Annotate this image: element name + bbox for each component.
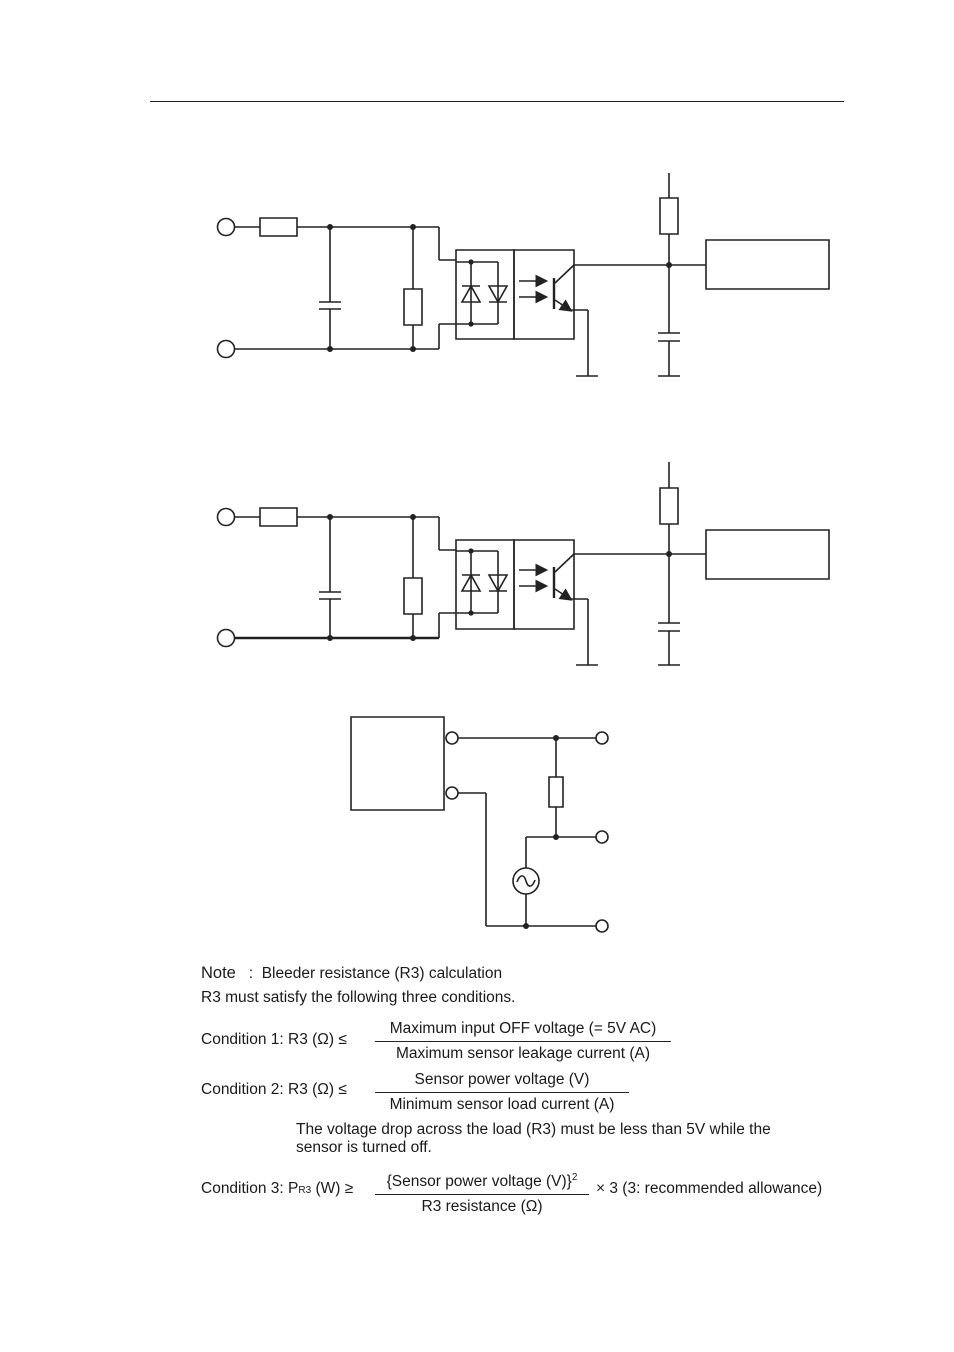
photocoupler-output-box (514, 540, 574, 629)
diode-icon (462, 575, 480, 591)
condition-2-remark-line-2: sensor is turned off. (296, 1139, 432, 1156)
condition-3-lhs-suffix: (W) ≥ (311, 1180, 354, 1197)
condition-1-lhs: Condition 1: R3 (Ω) ≤ (201, 1031, 347, 1048)
resistor-icon (404, 289, 422, 325)
diode-icon (489, 575, 507, 591)
internal-circuit-box (706, 240, 829, 289)
resistor-icon (660, 488, 678, 524)
resistor-icon (260, 508, 297, 526)
photocoupler-output-box (514, 250, 574, 339)
condition-3-lhs-subscript: R3 (298, 1185, 312, 1196)
input-circuit-top (218, 173, 830, 376)
photocoupler-input-box (456, 540, 514, 629)
resistor-icon (404, 578, 422, 614)
condition-2-remark-line-1: The voltage drop across the load (R3) mu… (296, 1121, 771, 1138)
capacitor-icon (658, 623, 680, 631)
condition-1-numerator: Maximum input OFF voltage (= 5V AC) (375, 1019, 671, 1042)
resistor-icon (660, 198, 678, 234)
circuit-diagrams (0, 0, 954, 960)
condition-1-denominator: Maximum sensor leakage current (A) (395, 1045, 651, 1062)
output-terminal-2 (596, 831, 608, 843)
photocoupler-input-box (456, 250, 514, 339)
note-intro: R3 must satisfy the following three cond… (201, 989, 516, 1006)
phototransistor-icon (554, 265, 574, 312)
condition-3-numerator-wrap: {Sensor power voltage (V)}2 (375, 1168, 589, 1196)
condition-3-fraction: {Sensor power voltage (V)}2 R3 resistanc… (375, 1168, 589, 1217)
condition-3-numerator: {Sensor power voltage (V)} (386, 1173, 572, 1191)
diode-icon (489, 286, 507, 302)
condition-2-fraction: Sensor power voltage (V) Minimum sensor … (375, 1070, 629, 1115)
input-terminal-top-a (218, 219, 235, 236)
resistor-icon (549, 777, 563, 807)
condition-3-lhs: Condition 3: PR3 (W) ≥ (201, 1180, 353, 1200)
condition-2-denominator: Minimum sensor load current (A) (389, 1096, 615, 1113)
output-terminal-1 (596, 732, 608, 744)
bleeder-resistor-circuit (351, 717, 608, 932)
internal-circuit-box (706, 530, 829, 579)
condition-3-rhs: × 3 (3: recommended allowance) (596, 1180, 823, 1197)
input-circuit-middle (218, 462, 830, 665)
resistor-icon (260, 218, 297, 236)
note-heading: Note : Bleeder resistance (R3) calculati… (201, 964, 502, 983)
phototransistor-icon (554, 554, 574, 601)
header-rule (150, 101, 844, 102)
input-terminal-top-b (218, 341, 235, 358)
sensor-box (351, 717, 444, 810)
input-terminal-middle-b (218, 630, 235, 647)
input-terminal-middle-a (218, 509, 235, 526)
ac-source-icon (513, 868, 539, 894)
condition-2-lhs: Condition 2: R3 (Ω) ≤ (201, 1081, 347, 1098)
capacitor-icon (319, 517, 341, 638)
note-separator: : (248, 965, 254, 982)
note-label: Note (201, 964, 236, 982)
note-title: Bleeder resistance (R3) calculation (261, 965, 503, 982)
capacitor-icon (319, 227, 341, 349)
condition-3-exponent: 2 (571, 1172, 578, 1183)
condition-3-denominator: R3 resistance (Ω) (421, 1198, 543, 1216)
capacitor-icon (658, 333, 680, 341)
condition-1-fraction: Maximum input OFF voltage (= 5V AC) Maxi… (375, 1019, 671, 1064)
output-terminal-3 (596, 920, 608, 932)
condition-3-lhs-prefix: Condition 3: P (201, 1180, 299, 1197)
condition-2-numerator: Sensor power voltage (V) (375, 1070, 629, 1093)
diode-icon (462, 286, 480, 302)
